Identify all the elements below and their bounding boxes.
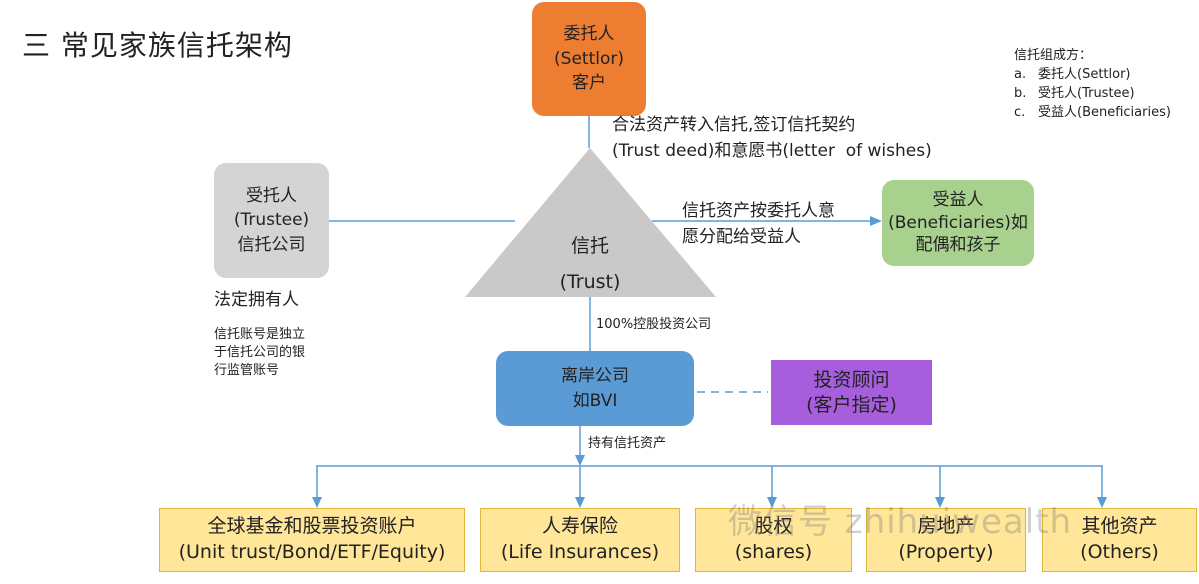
asset-box-shares: 股权 (shares): [695, 508, 852, 572]
trust-deed-line2: (Trust deed)和意愿书(letter of wishes): [612, 141, 932, 161]
distribution-line2: 愿分配给受益人: [682, 227, 801, 247]
legend-marker: c.: [1014, 105, 1026, 120]
asset-title: 房地产: [917, 515, 975, 538]
arrowhead-asset-0: [312, 497, 322, 508]
beneficiaries-english: (Beneficiaries)如: [888, 212, 1028, 233]
settlor-node: 委托人 (Settlor) 客户: [532, 2, 646, 116]
asset-english: (Life Insurances): [500, 541, 660, 563]
asset-english: (shares): [734, 541, 813, 563]
legend: 信托组成方： a. 委托人(Settlor) b. 受托人(Trustee) c. 受…: [1014, 46, 1171, 122]
legend-text: 受托人(Trustee): [1038, 86, 1135, 101]
investment-advisor-node: 投资顾问 (客户指定): [771, 360, 932, 425]
legend-text: 委托人(Settlor): [1038, 67, 1131, 82]
account-note: 信托账号是独立 于信托公司的银 行监管账号: [214, 326, 305, 380]
distribution-note: 信托资产按委托人意 愿分配给受益人: [682, 198, 835, 250]
holding-company-note: 100%控股投资公司: [596, 317, 712, 332]
settlor-role: 客户: [572, 73, 606, 94]
beneficiaries-node: 受益人 (Beneficiaries)如 配偶和孩子: [882, 180, 1034, 266]
legend-text: 受益人(Beneficiaries): [1038, 105, 1171, 120]
offshore-title: 离岸公司: [561, 365, 629, 386]
legend-item: c. 受益人(Beneficiaries): [1014, 103, 1171, 122]
arrowhead-asset-3: [935, 497, 945, 508]
asset-english: (Unit trust/Bond/ETF/Equity): [178, 541, 446, 563]
settlor-english: (Settlor): [554, 48, 624, 69]
legend-marker: a.: [1014, 67, 1027, 82]
beneficiaries-title: 受益人: [932, 189, 984, 210]
asset-english: (Others): [1080, 541, 1159, 563]
wechat-watermark: 微信号 zhihuiwealth: [728, 502, 1073, 542]
asset-title: 全球基金和股票投资账户: [207, 515, 417, 538]
trust-node-label: 信托 (Trust): [515, 228, 665, 300]
asset-english: (Property): [898, 541, 994, 563]
account-line3: 行监管账号: [214, 363, 280, 378]
trustee-english: (Trustee): [233, 210, 310, 231]
trustee-title: 受托人: [246, 185, 297, 206]
trustee-role: 信托公司: [237, 234, 306, 255]
page-title: 三 常见家族信托架构: [22, 29, 293, 62]
asset-box-property: 房地产 (Property): [866, 508, 1026, 572]
trust-title: 信托: [570, 235, 609, 257]
offshore-company-node: 离岸公司 如BVI: [496, 351, 694, 426]
asset-title: 人寿保险: [541, 515, 618, 538]
arrowhead-asset-1: [575, 497, 585, 508]
legal-owner-note: 法定拥有人: [214, 290, 299, 310]
trust-triangle: [465, 148, 716, 297]
arrowhead-asset-2: [767, 497, 777, 508]
beneficiaries-arrowhead: [870, 216, 882, 226]
trustee-node: 受托人 (Trustee) 信托公司: [214, 163, 329, 278]
legend-item: a. 委托人(Settlor): [1014, 65, 1171, 84]
asset-title: 其他资产: [1081, 515, 1158, 538]
advisor-title: 投资顾问: [813, 368, 890, 391]
beneficiaries-example: 配偶和孩子: [915, 235, 1001, 256]
trust-deed-note: 合法资产转入信托,签订信托契约 (Trust deed)和意愿书(letter …: [612, 112, 932, 164]
legend-marker: b.: [1014, 86, 1027, 101]
asset-box-life-insurance: 人寿保险 (Life Insurances): [480, 508, 680, 572]
hold-assets-note: 持有信托资产: [588, 436, 667, 451]
legend-heading: 信托组成方：: [1014, 48, 1093, 63]
settlor-title: 委托人: [563, 24, 615, 45]
offshore-example: 如BVI: [572, 390, 618, 411]
trust-english: (Trust): [559, 271, 621, 293]
asset-title: 股权: [754, 515, 793, 538]
advisor-note: (客户指定): [806, 393, 897, 416]
asset-box-others: 其他资产 (Others): [1042, 508, 1197, 572]
trust-deed-line1: 合法资产转入信托,签订信托契约: [612, 115, 856, 135]
account-line1: 信托账号是独立: [214, 327, 306, 342]
arrowhead-asset-4: [1097, 497, 1107, 508]
distribution-line1: 信托资产按委托人意: [682, 201, 835, 221]
offshore-down-arrowhead: [575, 455, 585, 466]
account-line2: 于信托公司的银: [214, 345, 306, 360]
asset-box-funds-equity: 全球基金和股票投资账户 (Unit trust/Bond/ETF/Equity): [159, 508, 465, 572]
legend-item: b. 受托人(Trustee): [1014, 84, 1171, 103]
